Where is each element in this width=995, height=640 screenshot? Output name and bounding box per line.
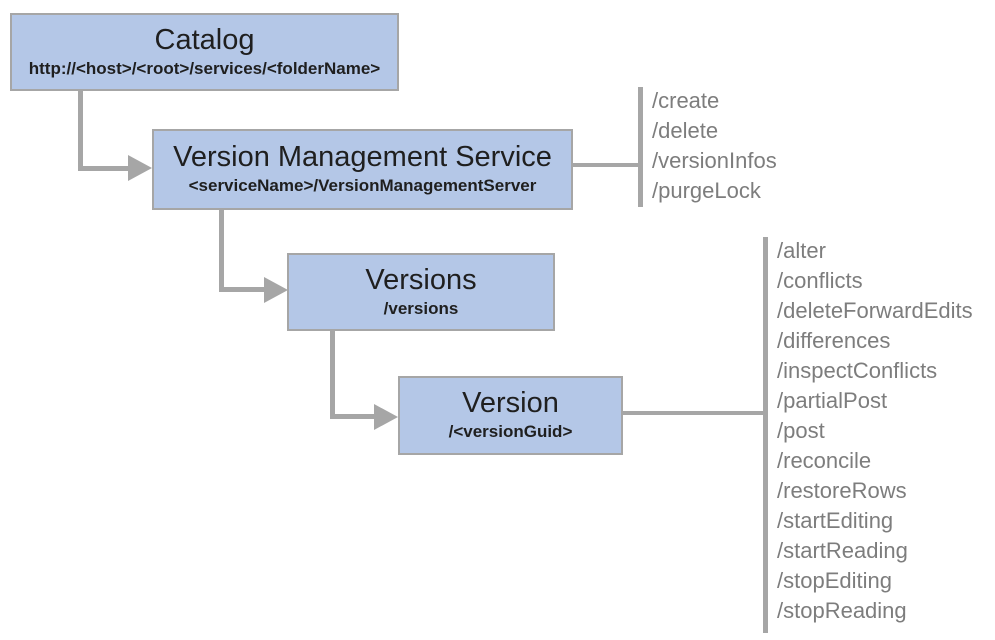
version-operations-list: /alter/conflicts/deleteForwardEdits/diff… bbox=[777, 236, 973, 626]
connector-versions-version-vertical-line bbox=[330, 331, 335, 419]
node-vms-title: Version Management Service bbox=[173, 141, 552, 174]
connector-version-operations-horizontal-line bbox=[623, 411, 765, 415]
node-version-subtitle: /<versionGuid> bbox=[448, 422, 573, 442]
vms-operations-bracket-line bbox=[638, 87, 643, 207]
connector-catalog-vms-arrowhead-icon bbox=[128, 155, 152, 181]
operation-item: /post bbox=[777, 418, 825, 443]
operation-item: /reconcile bbox=[777, 448, 872, 473]
connector-vms-versions-vertical-line bbox=[219, 210, 224, 292]
operation-item: /delete bbox=[652, 118, 719, 143]
node-version-title: Version bbox=[462, 387, 559, 420]
connector-vms-versions-arrowhead-icon bbox=[264, 277, 288, 303]
connector-vms-versions-horizontal-line bbox=[219, 287, 268, 292]
operation-item: /partialPost bbox=[777, 388, 888, 413]
node-versions: Versions /versions bbox=[287, 253, 555, 331]
connector-catalog-vms-vertical-line bbox=[78, 91, 83, 171]
connector-versions-version-arrowhead-icon bbox=[374, 404, 398, 430]
operation-item: /restoreRows bbox=[777, 478, 907, 503]
connector-catalog-vms-horizontal-line bbox=[78, 166, 132, 171]
operation-item: /stopReading bbox=[777, 598, 907, 623]
node-versions-subtitle: /versions bbox=[383, 298, 459, 318]
operation-item: /versionInfos bbox=[652, 148, 777, 173]
vms-operations-list: /create/delete/versionInfos/purgeLock bbox=[652, 86, 777, 206]
node-version-management-service: Version Management Service <serviceName>… bbox=[152, 129, 573, 210]
operation-item: /stopEditing bbox=[777, 568, 892, 593]
node-version: Version /<versionGuid> bbox=[398, 376, 623, 455]
operation-item: /differences bbox=[777, 328, 891, 353]
operation-item: /purgeLock bbox=[652, 178, 761, 203]
node-catalog: Catalog http://<host>/<root>/services/<f… bbox=[10, 13, 399, 91]
connector-vms-operations-horizontal-line bbox=[573, 163, 640, 167]
node-catalog-subtitle: http://<host>/<root>/services/<folderNam… bbox=[28, 58, 381, 78]
operation-item: /startReading bbox=[777, 538, 908, 563]
operation-item: /alter bbox=[777, 238, 826, 263]
node-vms-subtitle: <serviceName>/VersionManagementServer bbox=[188, 176, 537, 196]
connector-versions-version-horizontal-line bbox=[330, 414, 376, 419]
operation-item: /deleteForwardEdits bbox=[777, 298, 973, 323]
operation-item: /inspectConflicts bbox=[777, 358, 938, 383]
node-versions-title: Versions bbox=[365, 263, 477, 296]
node-catalog-title: Catalog bbox=[154, 23, 255, 56]
operation-item: /create bbox=[652, 88, 720, 113]
operation-item: /startEditing bbox=[777, 508, 894, 533]
version-operations-bracket-line bbox=[763, 237, 768, 633]
operation-item: /conflicts bbox=[777, 268, 863, 293]
